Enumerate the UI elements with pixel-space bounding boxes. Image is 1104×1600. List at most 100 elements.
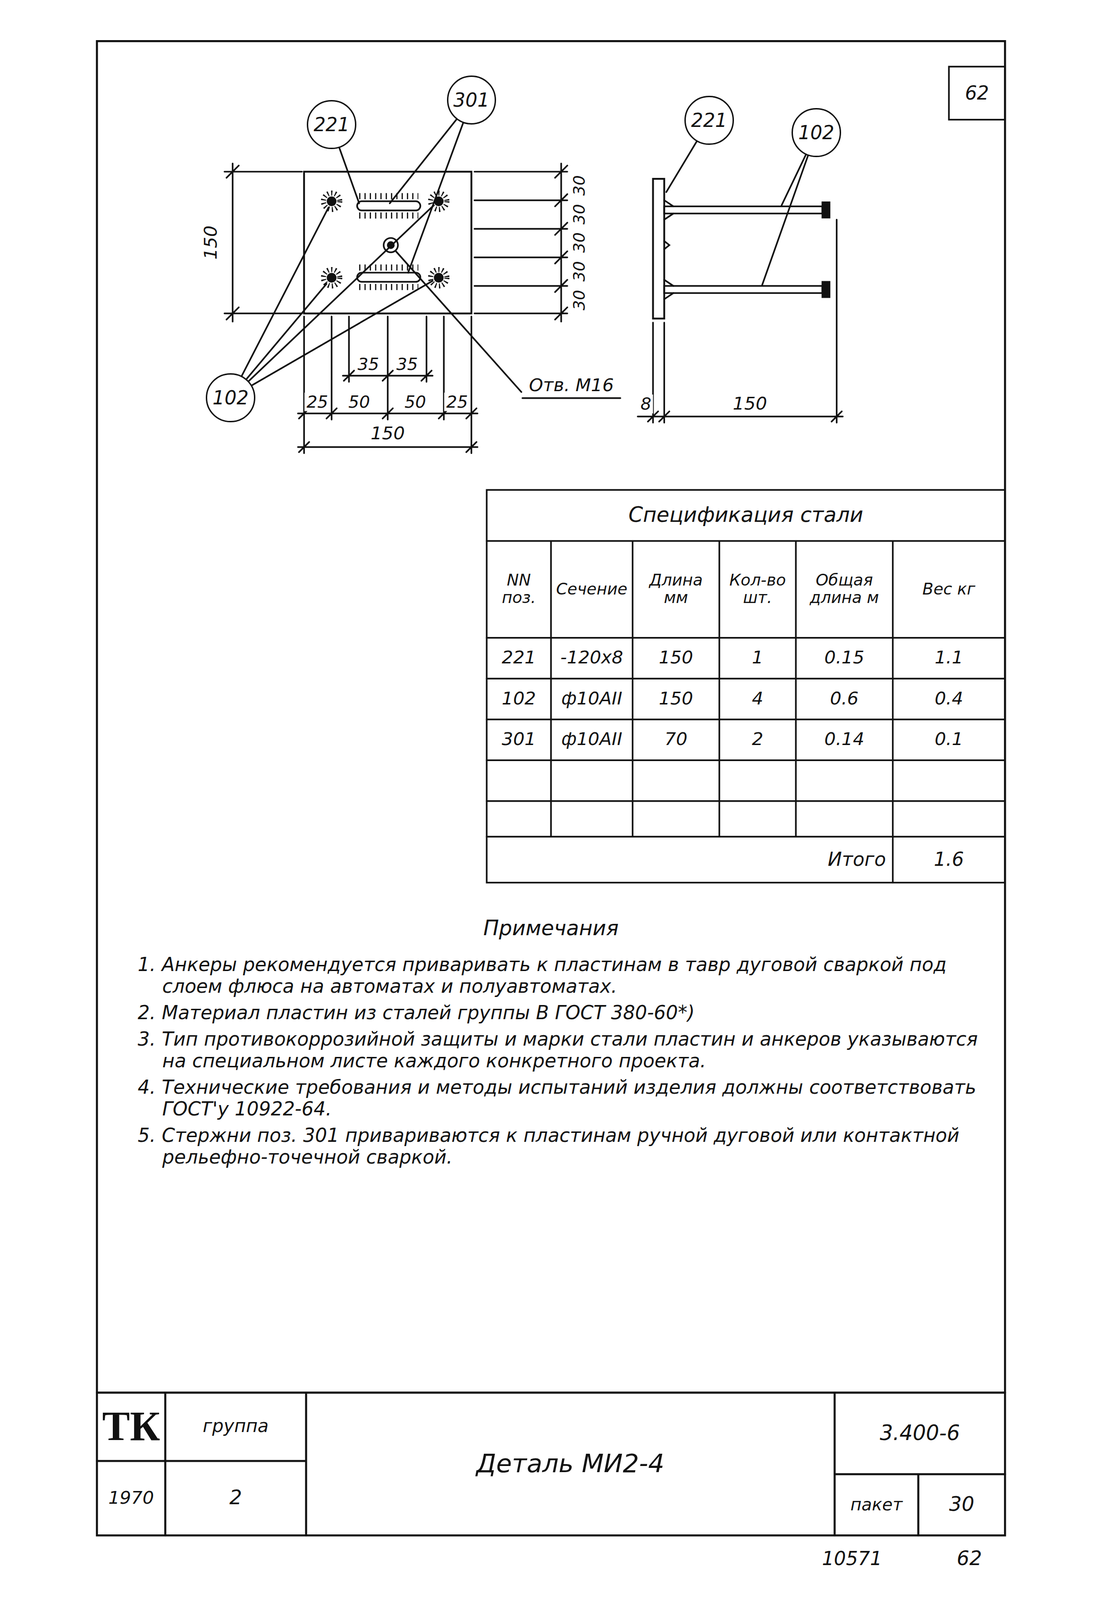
anchor-section xyxy=(327,273,336,282)
table-cell: 0.14 xyxy=(795,719,893,760)
weld-star xyxy=(430,269,447,287)
note-text: 4. Технические требования и методы испыт… xyxy=(137,1076,990,1121)
callout-number: 221 xyxy=(691,109,727,132)
drawing-label: 8 xyxy=(638,394,654,414)
title-block-cell: 62 xyxy=(948,66,1005,120)
dimension-value: 30 xyxy=(570,202,589,227)
table-cell: 0.4 xyxy=(893,678,1006,720)
table-cell: Вес кг xyxy=(893,540,1006,638)
weld-marks xyxy=(359,196,419,287)
dimension-value: 150 xyxy=(201,223,222,262)
dimension-line xyxy=(637,219,843,423)
note-text: 5. Стержни поз. 301 привариваются к плас… xyxy=(137,1124,990,1169)
table-cell: 221 xyxy=(486,637,551,679)
callout-number: 221 xyxy=(313,113,350,136)
sheet-frame xyxy=(96,41,1005,1536)
table-cell: Спецификация стали xyxy=(486,489,1005,541)
note-text: 3. Тип противокоррозийной защиты и марки… xyxy=(137,1028,990,1072)
title-block-cell: группа xyxy=(165,1392,306,1462)
anchor-side xyxy=(664,286,823,294)
anchor-end xyxy=(822,281,830,297)
title-block-cell: ТК xyxy=(96,1392,166,1462)
callout-number: 301 xyxy=(453,89,490,111)
callout-circle: 102 xyxy=(791,108,841,158)
title-block-cell: 2 xyxy=(165,1461,306,1536)
table-cell: Итого xyxy=(714,836,890,883)
table-cell: 150 xyxy=(632,637,720,679)
table-cell: 150 xyxy=(632,678,720,720)
drawing-label: 50 xyxy=(346,392,372,412)
title-block-cell: 30 xyxy=(918,1474,1006,1536)
leader-line xyxy=(240,118,809,398)
page-number-box xyxy=(948,66,1005,120)
table-cell: -120x8 xyxy=(550,637,633,679)
drawing-label: Примечания xyxy=(481,917,621,940)
drawing-label: 25 xyxy=(304,392,330,412)
table-cell: 1 xyxy=(719,637,796,679)
dimension-line xyxy=(474,163,568,322)
table-cell: 4 xyxy=(719,678,796,720)
note-text: 1. Анкеры рекомендуется приваривать к пл… xyxy=(137,953,990,998)
callout-circle: 221 xyxy=(306,100,356,150)
drawing-label: 50 xyxy=(402,392,429,412)
note-text: 2. Материал пластин из сталей группы В Г… xyxy=(137,1002,990,1024)
title-block-cell: пакет xyxy=(834,1474,919,1536)
drawing-label: 25 xyxy=(444,392,471,412)
callout-circle: 102 xyxy=(205,373,255,423)
weld-fillet xyxy=(664,200,674,300)
anchor-section xyxy=(434,273,443,282)
plate-side xyxy=(653,178,665,319)
embedded-plate xyxy=(303,171,472,314)
table-cell: 0.15 xyxy=(795,637,893,679)
table-cell: Длина мм xyxy=(632,540,720,638)
title-block-cell: 3.400-6 xyxy=(834,1392,1005,1475)
callout-number: 102 xyxy=(798,121,835,144)
table-cell: 1.6 xyxy=(893,836,1006,883)
dimension-value: 30 xyxy=(570,287,589,312)
drawing-title: Деталь МИ2-4 xyxy=(306,1392,835,1536)
table-cell: Кол-во шт. xyxy=(719,540,796,638)
table-cell: 0.6 xyxy=(795,678,893,720)
dimension-value: 30 xyxy=(570,173,589,198)
title-block-cell: 1970 xyxy=(96,1461,166,1536)
callout-circle: 221 xyxy=(684,95,734,145)
drawing-label: 35 xyxy=(355,354,381,374)
title-block-grid xyxy=(96,1392,1005,1536)
table-cell: Общая длина м xyxy=(795,540,893,638)
anchor-end xyxy=(822,202,830,218)
spec-table-grid xyxy=(486,540,1005,883)
table-cell: 2 xyxy=(719,719,796,760)
dimension-value: 30 xyxy=(570,230,589,255)
dimension-line xyxy=(224,163,303,322)
table-cell: Сечение xyxy=(550,540,633,638)
dimension-line xyxy=(297,316,478,454)
table-cell: ф10АII xyxy=(550,719,633,760)
title-block-cell: 62 xyxy=(933,1538,1005,1580)
drawing-label: 150 xyxy=(368,423,407,444)
table-cell: 0.1 xyxy=(893,719,1006,760)
spec-table-border xyxy=(486,489,1005,883)
anchor-section xyxy=(327,197,336,206)
table-cell: 1.1 xyxy=(893,637,1006,679)
table-cell: 301 xyxy=(486,719,551,760)
table-cell: ф10АII xyxy=(550,678,633,720)
table-cell: 70 xyxy=(632,719,720,760)
anchor-welds xyxy=(323,193,447,287)
drawing-label: Отв. М16 xyxy=(527,375,616,396)
drawing-label: 35 xyxy=(394,354,421,374)
title-block-cell: 10571 xyxy=(795,1538,909,1580)
anchor-side xyxy=(664,206,823,214)
rod xyxy=(357,272,421,282)
dimension-value: 30 xyxy=(570,259,589,284)
weld-star xyxy=(323,193,340,210)
callout-circle: 301 xyxy=(446,75,497,125)
rod xyxy=(357,201,421,211)
table-cell: NN поз. xyxy=(486,540,551,638)
drawing-label: 150 xyxy=(731,394,770,414)
notes-block: 1. Анкеры рекомендуется приваривать к пл… xyxy=(137,953,990,1173)
table-cell: 102 xyxy=(486,678,551,720)
callout-number: 102 xyxy=(212,387,249,409)
